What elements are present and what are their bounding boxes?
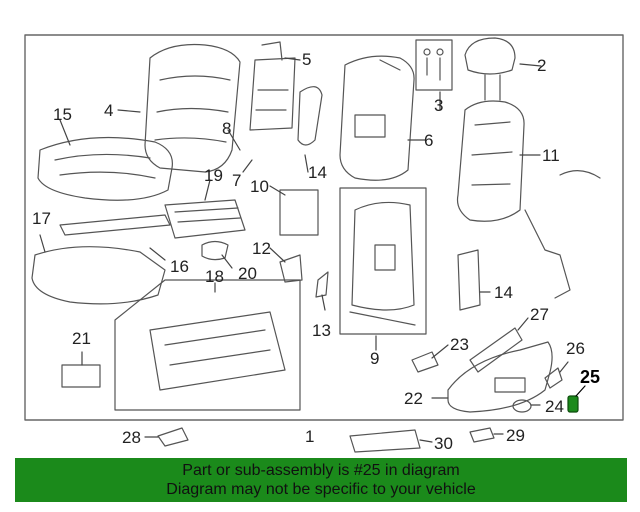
bolt-kit: [415, 39, 453, 91]
back-frame-assembly: [339, 187, 427, 335]
callout-12: 12: [252, 239, 271, 258]
back-panel: [249, 41, 296, 131]
bottom-clip: [157, 427, 189, 447]
callout-28: 28: [122, 428, 141, 447]
callout-23: 23: [450, 335, 469, 354]
cap: [512, 399, 532, 413]
callout-8: 8: [222, 119, 232, 138]
callout-3: 3: [434, 96, 444, 115]
callout-26: 26: [566, 339, 585, 358]
callout-24: 24: [545, 397, 564, 416]
callout-30: 30: [434, 434, 453, 453]
notice-banner: Part or sub-assembly is #25 in diagram D…: [15, 458, 627, 502]
lumbar-support: [279, 189, 319, 236]
banner-line-2: Diagram may not be specific to your vehi…: [166, 481, 476, 498]
callout-17: 17: [32, 209, 51, 228]
callout-2: 2: [537, 56, 547, 75]
part-25-highlight: [567, 385, 586, 413]
callout-5: 5: [302, 50, 312, 69]
control-module: [61, 364, 101, 388]
callout-20: 20: [238, 264, 257, 283]
callout-15: 15: [53, 105, 72, 124]
back-frame: [456, 100, 525, 222]
cushion-frame: [31, 214, 171, 305]
headrest: [464, 37, 516, 101]
wiring-harness: [524, 170, 601, 299]
side-trim-upper: [297, 86, 323, 146]
leader-lines: [39, 57, 569, 443]
seat-back-cover: [144, 43, 241, 173]
callout-11: 11: [542, 146, 560, 165]
callout-9: 9: [370, 349, 380, 368]
side-shield: [447, 341, 553, 413]
callout-14b: 14: [494, 283, 513, 302]
clip: [315, 271, 329, 298]
callout-29: 29: [506, 426, 525, 445]
callout-16: 16: [170, 257, 189, 276]
callout-10: 10: [250, 177, 269, 196]
callout-27: 27: [530, 305, 549, 324]
banner-line-1: Part or sub-assembly is #25 in diagram: [182, 462, 460, 479]
callout-21: 21: [72, 329, 91, 348]
callout-18: 18: [205, 267, 224, 286]
seat-cushion-pad: [37, 136, 173, 201]
callout-7: 7: [232, 171, 242, 190]
switch-bracket: [411, 351, 439, 373]
small-trim: [469, 427, 495, 443]
callout-6: 6: [424, 131, 434, 150]
knob: [544, 367, 563, 389]
seat-back-pad: [339, 55, 415, 181]
seat-track-assembly: [114, 279, 301, 411]
bracket: [279, 254, 303, 283]
diagram-frame: [24, 34, 624, 421]
side-trim-lower: [457, 249, 481, 311]
callout-14a: 14: [308, 163, 327, 182]
suspension-mat: [164, 199, 246, 239]
callout-13: 13: [312, 321, 331, 340]
callout-22: 22: [404, 389, 423, 408]
callout-4: 4: [104, 101, 114, 120]
trim-strip: [469, 327, 523, 373]
callout-25: 25: [580, 367, 601, 387]
callout-19: 19: [204, 166, 223, 185]
callout-1: 1: [305, 427, 315, 446]
rail-cover: [349, 429, 421, 453]
